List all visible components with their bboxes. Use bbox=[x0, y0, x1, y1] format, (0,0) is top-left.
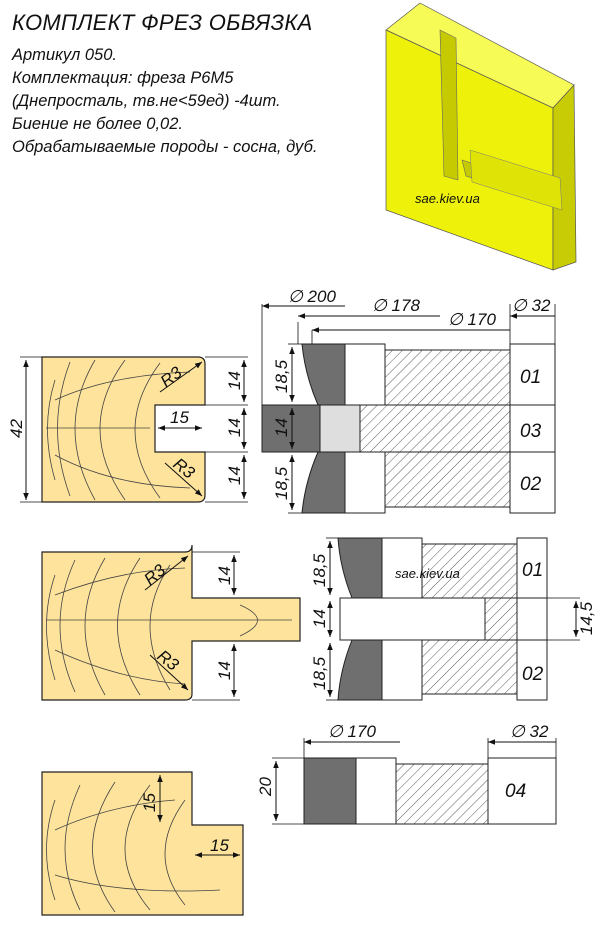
dim-d170: ∅ 170 bbox=[448, 310, 496, 329]
watermark: sae.kiev.ua bbox=[415, 191, 480, 206]
page-title: КОМПЛЕКТ ФРЕЗ ОБВЯЗКА bbox=[12, 10, 313, 35]
dim-18-5: 18,5 bbox=[310, 656, 329, 690]
dim-d178: ∅ 178 bbox=[372, 296, 420, 315]
spec-line: Артикул 050. bbox=[12, 46, 117, 64]
cutter-stack-1: 01 03 02 ∅ 200 ∅ 178 ∅ 170 ∅ 32 18,5 14 … bbox=[261, 287, 556, 514]
dim-15-v: 15 bbox=[140, 793, 159, 812]
profile-3: 15 15 bbox=[41, 771, 244, 916]
profile-2: R3 R3 14 14 bbox=[41, 544, 301, 701]
spec-line: Биение не более 0,02. bbox=[12, 115, 183, 133]
cutter-label: 01 bbox=[522, 560, 543, 581]
dim-15-h: 15 bbox=[210, 836, 229, 855]
dim-20: 20 bbox=[256, 777, 275, 797]
cutter-stack-2: sae.kiev.ua 01 02 18,5 14 18,5 14,5 bbox=[310, 537, 596, 701]
dim-18-5: 18,5 bbox=[272, 466, 291, 500]
cutter-label: 02 bbox=[520, 474, 542, 495]
dim-d32: ∅ 32 bbox=[512, 296, 551, 315]
spec-line: Обрабатываемые породы - сосна, дуб. bbox=[12, 138, 318, 156]
dim-14: 14 bbox=[225, 371, 244, 390]
cutter-stack-3: 04 ∅ 170 ∅ 32 20 bbox=[256, 722, 557, 825]
dim-d200: ∅ 200 bbox=[288, 287, 336, 306]
dim-42: 42 bbox=[7, 419, 26, 438]
cutter-label: 02 bbox=[522, 664, 544, 685]
dim-14: 14 bbox=[310, 609, 329, 628]
dim-14: 14 bbox=[215, 566, 234, 585]
dim-d32: ∅ 32 bbox=[510, 722, 549, 741]
dim-15: 15 bbox=[170, 408, 189, 427]
profile-1: 42 R3 R3 15 14 14 14 bbox=[7, 356, 248, 503]
dim-d170: ∅ 170 bbox=[328, 722, 376, 741]
dim-14: 14 bbox=[215, 661, 234, 680]
watermark: sae.kiev.ua bbox=[395, 566, 460, 581]
spec-line: (Днепросталь, тв.не<59ед) -4шт. bbox=[12, 92, 281, 110]
dim-18-5: 18,5 bbox=[310, 553, 329, 587]
spec-list: Артикул 050. Комплектация: фреза Р6М5 (Д… bbox=[12, 44, 382, 159]
cutter-label: 04 bbox=[505, 781, 526, 802]
cutter-label: 01 bbox=[520, 367, 541, 388]
cutter-label: 03 bbox=[520, 421, 542, 442]
dim-14: 14 bbox=[225, 466, 244, 485]
dim-18-5: 18,5 bbox=[272, 359, 291, 393]
product-render: sae.kiev.ua bbox=[385, 2, 577, 271]
dim-14-5: 14,5 bbox=[577, 601, 596, 635]
dim-14: 14 bbox=[272, 418, 291, 437]
spec-line: Комплектация: фреза Р6М5 bbox=[12, 69, 234, 87]
dim-14: 14 bbox=[225, 418, 244, 437]
